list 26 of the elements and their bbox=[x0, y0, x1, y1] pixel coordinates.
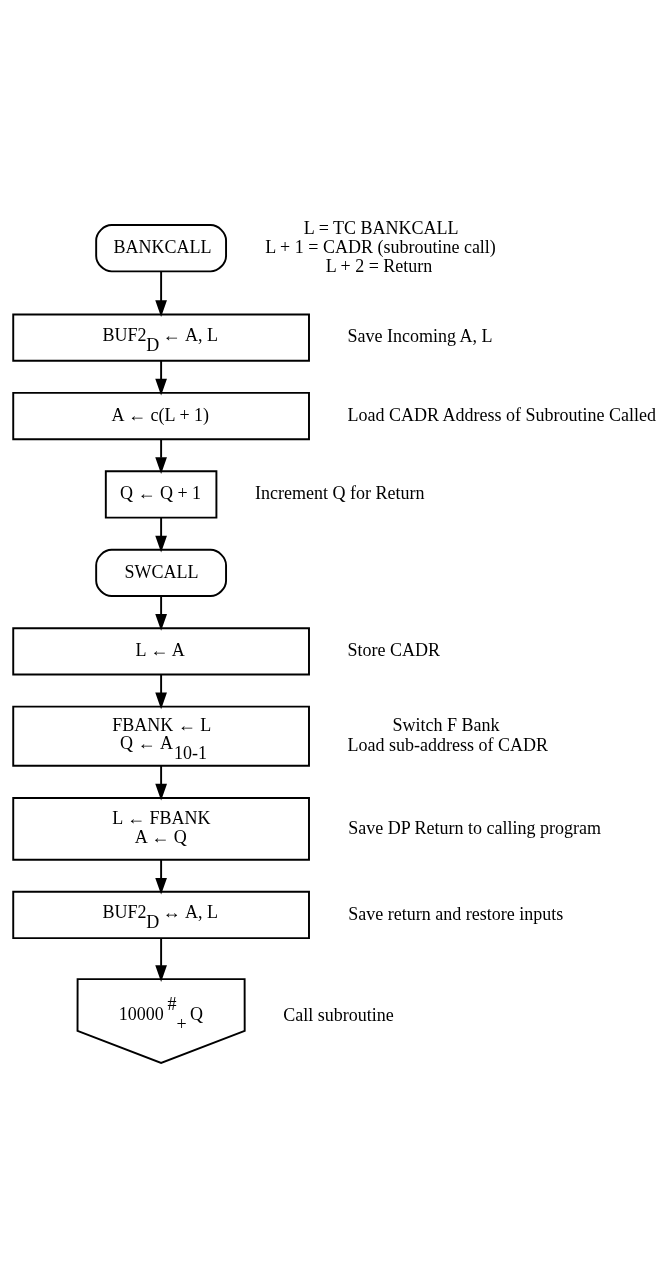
node-label: Store CADR bbox=[347, 639, 441, 660]
arrow bbox=[155, 516, 167, 552]
node-label: Load sub-address of CADR bbox=[347, 734, 549, 755]
node-box: L ← A bbox=[12, 626, 310, 675]
arrow bbox=[155, 594, 167, 631]
arrow bbox=[155, 764, 167, 801]
node-box: L ← FBANK A ← Q bbox=[12, 796, 310, 861]
node-label: Save Incoming A, L bbox=[347, 325, 493, 346]
node-box: SWCALL bbox=[95, 548, 227, 597]
node-label: Increment Q for Return bbox=[254, 482, 425, 503]
node-label: Call subroutine bbox=[283, 1004, 394, 1025]
arrow bbox=[155, 269, 167, 317]
arrow bbox=[155, 437, 167, 474]
node-label: Switch F Bank bbox=[392, 714, 500, 735]
arrow bbox=[155, 936, 167, 982]
node-label: L + 1 = CADR (subroutine call) bbox=[265, 236, 496, 257]
node-label: L = TC BANKCALL bbox=[303, 217, 459, 238]
node-box: A ← c(L + 1) bbox=[12, 391, 310, 440]
node-box: Q ← Q + 1 bbox=[104, 469, 218, 519]
arrow bbox=[155, 858, 167, 895]
node-box: BANKCALL bbox=[95, 223, 227, 272]
node-label: Load CADR Address of Subroutine Called bbox=[347, 404, 657, 425]
node-label: Save DP Return to calling program bbox=[348, 817, 602, 838]
arrow bbox=[155, 673, 167, 709]
node-label: Save return and restore inputs bbox=[348, 903, 564, 924]
arrow bbox=[155, 359, 167, 395]
